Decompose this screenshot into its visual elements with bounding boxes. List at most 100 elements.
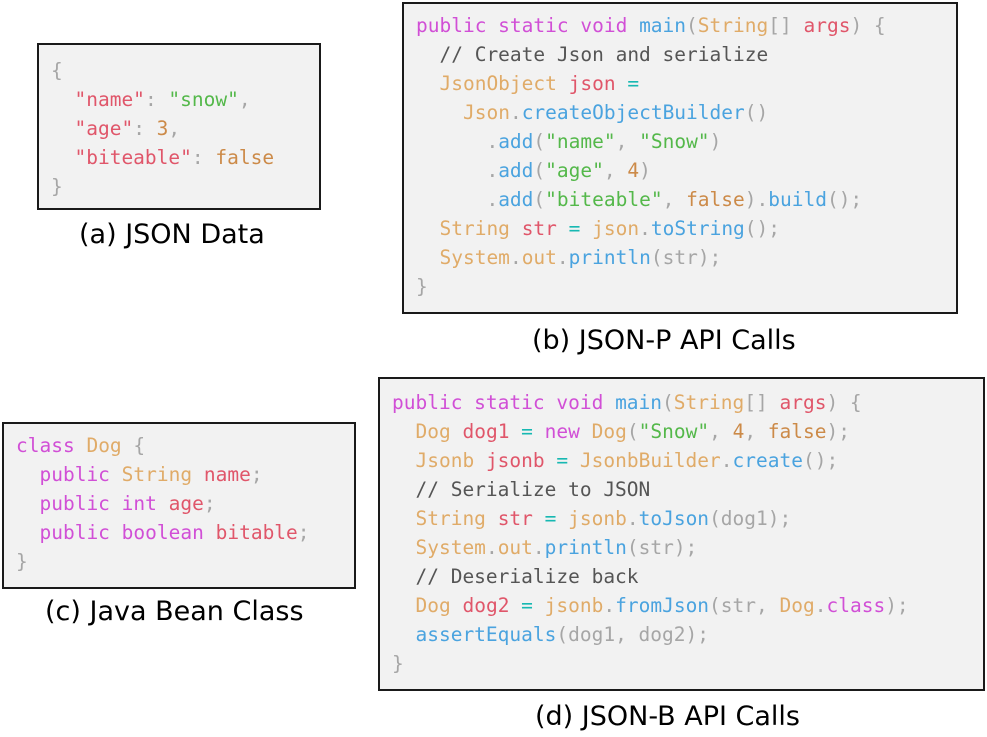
code-token-type: jsonb [544,594,604,617]
code-line: String str = json.toString(); [416,217,780,240]
code-token-operator: = [556,217,593,240]
code-token-punct: ( [533,130,546,153]
code-token-keyword: new [544,420,592,443]
code-token-function: println [544,536,627,559]
code-token-number: 4 [732,420,745,443]
code-token-boolean: false [686,188,745,211]
code-line: JsonObject json = [416,72,639,95]
code-token-var: dog1 [462,420,510,443]
code-token-text [557,72,569,95]
code-token-punct: ) [639,159,651,182]
json-p-caption: (b) JSON-P API Calls [532,325,796,356]
code-token-punct: , [662,188,687,211]
code-line: "biteable": false [51,146,274,169]
code-token-type: Dog [415,594,451,617]
code-token-string: "biteable" [545,188,663,211]
code-token-function: toJson [638,507,710,530]
code-token-punct: ( [626,420,639,443]
code-token-type: Dog [415,420,451,443]
code-token-text [51,117,74,140]
code-token-type: String [121,463,193,486]
code-token-number: 3 [156,117,169,140]
code-token-text [486,507,498,530]
code-line: // Deserialize back [392,565,638,588]
code-token-punct: (); [744,217,781,240]
code-token-var: name [203,463,251,486]
code-line: String str = jsonb.toJson(dog1); [392,507,791,530]
code-token-type: Json [462,101,510,124]
code-token-text [392,623,415,646]
code-token-punct: ; [250,463,263,486]
code-token-string: "Snow" [639,130,710,153]
code-token-boolean: false [215,146,275,169]
code-token-var: jsonb [485,449,545,472]
code-token-punct: ; [203,492,216,515]
json-data-caption: (a) JSON Data [79,219,265,250]
code-token-var: args [779,391,827,414]
code-line: } [51,175,63,198]
code-token-function: create [732,449,803,472]
code-token-punct: (str); [626,536,698,559]
code-token-operator: = [509,420,545,443]
code-line: } [416,275,428,298]
code-token-operator: = [509,594,545,617]
code-token-function: main [639,14,687,37]
code-line: "name": "snow", [51,88,251,111]
code-line: public static void main(String[] args) { [392,391,862,414]
code-token-var: str [521,217,557,240]
code-token-punct: [] [744,391,780,414]
code-line: assertEquals(dog1, dog2); [392,623,709,646]
code-token-keyword: public [16,463,122,486]
code-line: .add("name", "Snow") [416,130,721,153]
code-token-type: Jsonb [415,449,475,472]
code-token-punct: . [720,449,733,472]
code-token-function: add [498,159,534,182]
code-token-type: JsonbBuilder [579,449,721,472]
code-token-punct: ( [686,14,698,37]
code-token-text [204,521,216,544]
code-token-punct: ) { [826,391,862,414]
code-token-punct: ( [662,391,674,414]
code-token-function: createObjectBuilder [521,101,745,124]
code-token-comment: // Serialize to JSON [392,478,651,501]
code-token-function: assertEquals [415,623,557,646]
code-token-punct: ( [533,159,546,182]
code-token-type: out [497,536,533,559]
code-token-punct: ( [533,188,546,211]
code-token-keyword: boolean [121,521,204,544]
code-token-keyword: public [16,492,122,515]
code-token-var: "name" [74,88,145,111]
code-line: public int age; [16,492,216,515]
code-token-punct: , [603,159,628,182]
code-token-punct: } [416,275,428,298]
code-token-punct: , [168,117,181,140]
java-bean-code-box: class Dog { public String name; public i… [2,422,356,589]
code-token-function: build [768,188,827,211]
code-token-number: 4 [627,159,640,182]
code-token-punct: . [416,130,499,153]
code-token-text [451,594,463,617]
code-token-punct: , [744,420,768,443]
code-token-punct: . [626,507,639,530]
code-token-keyword: public static void [392,391,616,414]
code-token-punct: : [144,88,169,111]
code-token-var: str [497,507,533,530]
code-token-function: fromJson [615,594,710,617]
code-token-punct: . [509,101,522,124]
code-token-text [392,449,415,472]
code-token-text [416,217,439,240]
code-line: } [16,550,28,573]
code-token-text [392,536,415,559]
code-token-punct: . [639,217,651,240]
code-token-punct: (); [826,188,863,211]
code-token-punct: , [238,88,251,111]
code-token-punct: . [416,159,499,182]
code-token-punct: } [392,652,404,675]
code-token-type: jsonb [568,507,627,530]
code-token-function: add [498,188,534,211]
code-token-keyword: public [16,521,122,544]
code-token-operator: = [532,507,569,530]
code-token-text [510,217,522,240]
code-line: // Serialize to JSON [392,478,650,501]
code-line: System.out.println(str); [416,246,721,269]
